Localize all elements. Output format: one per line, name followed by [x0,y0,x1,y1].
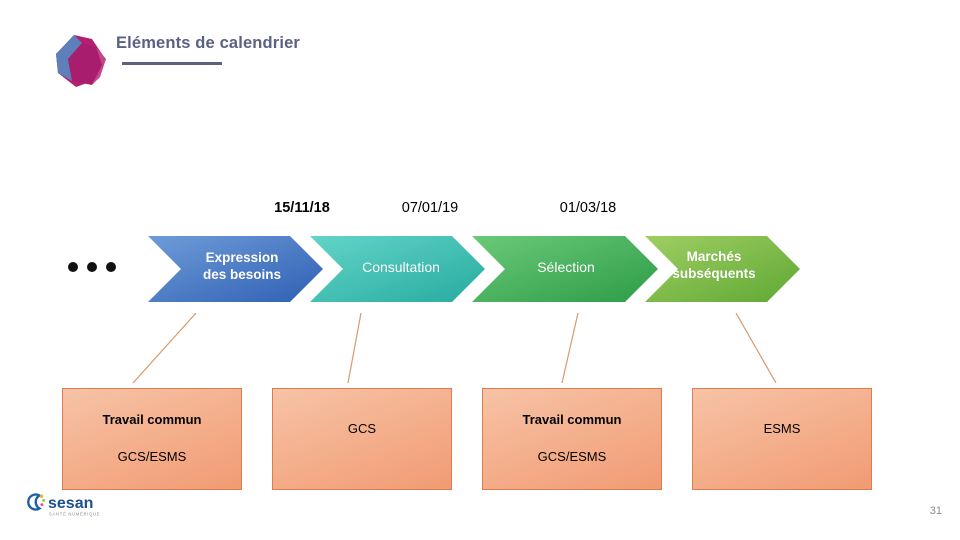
connector-line-0 [132,312,197,384]
actor-box-0[interactable]: Travail commun GCS/ESMS [62,388,242,490]
svg-text:SANTÉ NUMÉRIQUE: SANTÉ NUMÉRIQUE [49,512,100,517]
page-title: Eléments de calendrier [116,34,300,52]
connector-line-3 [735,312,777,384]
ellipsis-dot [68,262,78,272]
svg-text:sesan: sesan [48,495,93,512]
timeline-step-0-label: Expression des besoins [202,250,282,282]
title-underline-rule [122,62,222,65]
actor-box-2-line1: Travail commun [522,411,622,427]
timeline-step-1-label: Consultation [362,259,440,275]
sesan-footer-logo-icon: sesan SANTÉ NUMÉRIQUE [27,493,100,517]
actor-box-2[interactable]: Travail commun GCS/ESMS [482,388,662,490]
actor-box-2-line2: GCS/ESMS [537,449,607,465]
actor-box-0-line1: Travail commun [102,411,202,427]
timeline-step-3-label: Marchés subséquents [672,249,756,281]
timeline-step-3[interactable] [645,236,800,302]
timeline-step-0[interactable] [148,236,323,302]
actor-box-1[interactable]: GCS [272,388,452,490]
timeline-date-2: 01/03/18 [559,200,617,216]
timeline-step-1[interactable] [310,236,485,302]
timeline-step-2-label: Sélection [537,259,595,275]
actor-box-1-line1: GCS [347,421,377,437]
timeline-step-2[interactable] [472,236,658,302]
slide-header: Eléments de calendrier [0,0,960,110]
timeline-ellipsis-dots [68,262,122,274]
page-number: 31 [929,505,942,517]
connector-line-2 [561,312,579,384]
connector-line-1 [347,312,362,384]
actor-box-0-line2: GCS/ESMS [117,449,187,465]
actor-box-3-line1: ESMS [763,421,801,437]
ellipsis-dot [87,262,97,272]
ellipsis-dot [106,262,116,272]
sesan-blob-logo-icon [56,35,106,87]
timeline-date-0: 15/11/18 [274,200,330,216]
actor-box-3[interactable]: ESMS [692,388,872,490]
timeline-date-1: 07/01/19 [401,200,459,216]
